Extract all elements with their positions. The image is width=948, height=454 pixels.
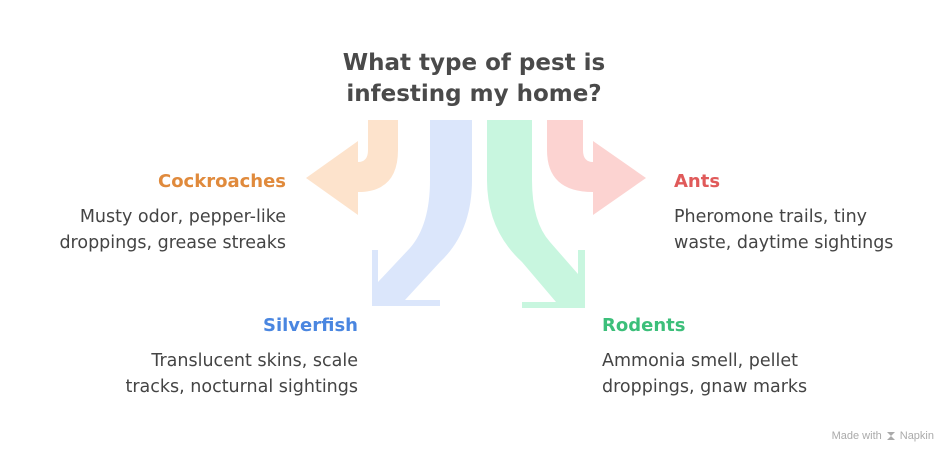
ants-desc-line-1: Pheromone trails, tiny xyxy=(674,207,868,227)
cockroaches-arrow xyxy=(306,120,398,215)
ants-arrow xyxy=(547,120,646,215)
napkin-logo-icon xyxy=(886,432,895,440)
cockroaches-desc-line-2: droppings, grease streaks xyxy=(59,233,286,253)
cockroaches-label: Cockroaches xyxy=(157,171,286,192)
silverfish-desc-line-1: Translucent skins, scale xyxy=(151,351,358,371)
title-line-2: infesting my home? xyxy=(346,81,602,107)
cockroaches-desc-line-1: Musty odor, pepper-like xyxy=(79,207,286,227)
ants-label: Ants xyxy=(674,171,721,192)
silverfish-description: Translucent skins, scale tracks, nocturn… xyxy=(38,348,359,400)
rodents-desc-line-1: Ammonia smell, pellet xyxy=(602,351,799,371)
cockroaches-description: Musty odor, pepper-like droppings, greas… xyxy=(0,204,286,256)
watermark-text: Made with xyxy=(831,430,882,442)
silverfish-label: Silverfish xyxy=(263,315,358,336)
ants-desc-line-2: waste, daytime sightings xyxy=(674,233,894,253)
rodents-arrow xyxy=(487,120,585,308)
title-line-1: What type of pest is xyxy=(342,50,606,76)
ants-description: Pheromone trails, tiny waste, daytime si… xyxy=(674,204,944,256)
rodents-desc-line-2: droppings, gnaw marks xyxy=(602,377,808,397)
rodents-label: Rodents xyxy=(602,315,686,336)
watermark-brand: Napkin xyxy=(899,430,934,442)
diagram-title: What type of pest is infesting my home? xyxy=(324,48,624,110)
napkin-watermark[interactable]: Made with Napkin xyxy=(832,430,934,442)
silverfish-arrow xyxy=(372,120,472,306)
silverfish-desc-line-2: tracks, nocturnal sightings xyxy=(125,377,359,397)
rodents-description: Ammonia smell, pellet droppings, gnaw ma… xyxy=(602,348,922,400)
